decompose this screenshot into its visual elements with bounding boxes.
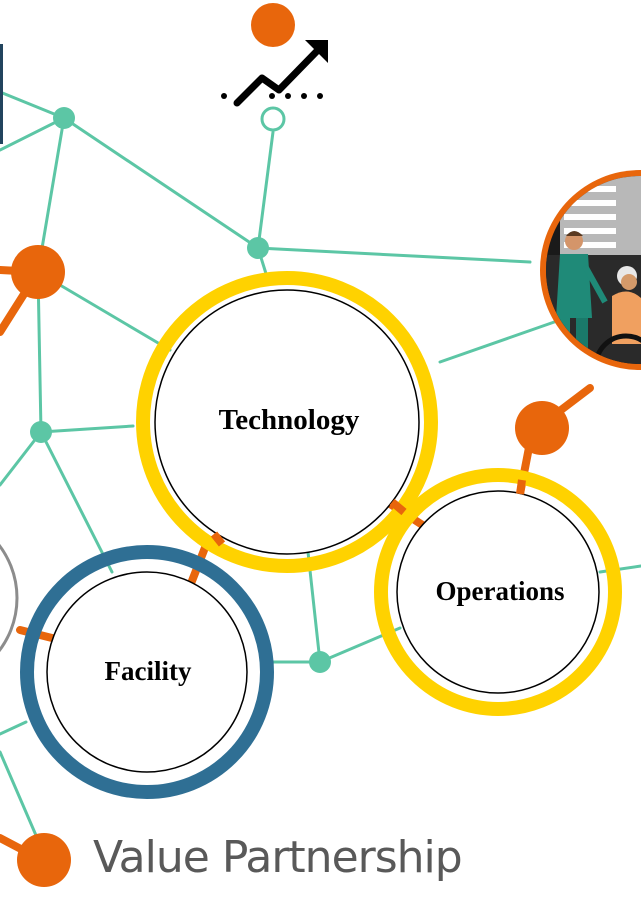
orange-node xyxy=(515,401,569,455)
caption-text: Value Partnership xyxy=(93,832,463,883)
operations-label: Operations xyxy=(435,576,564,606)
open-network-node xyxy=(260,106,286,132)
facility-hub: Facility xyxy=(20,545,274,799)
technology-hub: Technology xyxy=(136,271,438,573)
technology-label: Technology xyxy=(219,404,360,436)
orange-node xyxy=(11,245,65,299)
trending-up-arrow-icon xyxy=(221,40,328,107)
facility-label: Facility xyxy=(105,656,192,686)
network-node xyxy=(30,421,52,443)
caption-bullet-node xyxy=(17,833,71,887)
orange-node xyxy=(251,3,295,47)
network-node xyxy=(309,651,331,673)
network-node xyxy=(53,107,75,129)
teal-nodes xyxy=(30,107,331,673)
network-edges xyxy=(0,90,641,842)
network-node xyxy=(247,237,269,259)
caregiver-pushing-wheelchair-illustration xyxy=(540,170,641,370)
partial-hub-ring xyxy=(0,543,19,653)
navy-panel-edge xyxy=(0,44,3,144)
operations-hub: Operations xyxy=(374,468,622,716)
